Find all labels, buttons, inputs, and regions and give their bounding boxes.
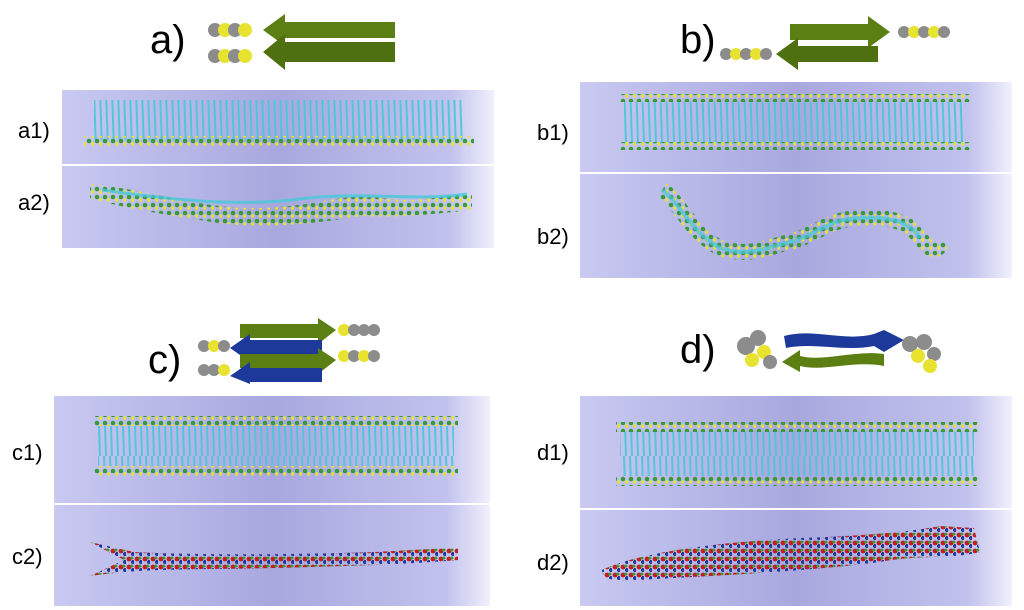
row-label-d2: d2) xyxy=(537,552,569,574)
strand-arrow-icon xyxy=(782,330,904,372)
row-label-c1: c1) xyxy=(12,442,43,464)
fibril-model-icon xyxy=(62,90,494,248)
strand-arrow-icon xyxy=(230,318,336,384)
row-label-b2: b2) xyxy=(537,226,569,248)
panel-a-strand-diagram xyxy=(205,10,405,72)
panel-b-title: b) xyxy=(680,20,716,60)
row-label-a1: a1) xyxy=(18,120,50,142)
fibril-model-icon xyxy=(580,82,1012,278)
fibril-model-icon xyxy=(580,396,1012,606)
molecule-chain-icon xyxy=(208,23,252,63)
strand-arrow-icon xyxy=(776,16,890,70)
row-label-d1: d1) xyxy=(537,442,569,464)
panel-d-title: d) xyxy=(680,330,716,370)
panel-a-title: a) xyxy=(150,20,186,60)
panel-d-strand-diagram xyxy=(734,322,954,382)
panel-c-strand-diagram xyxy=(194,318,394,384)
row-label-b1: b1) xyxy=(537,122,569,144)
row-label-c2: c2) xyxy=(12,546,43,568)
panel-c-title: c) xyxy=(148,340,181,380)
fibril-model-icon xyxy=(54,396,490,606)
row-label-a2: a2) xyxy=(18,192,50,214)
strand-arrow-icon xyxy=(263,14,395,70)
panel-b-strand-diagram xyxy=(718,14,958,70)
